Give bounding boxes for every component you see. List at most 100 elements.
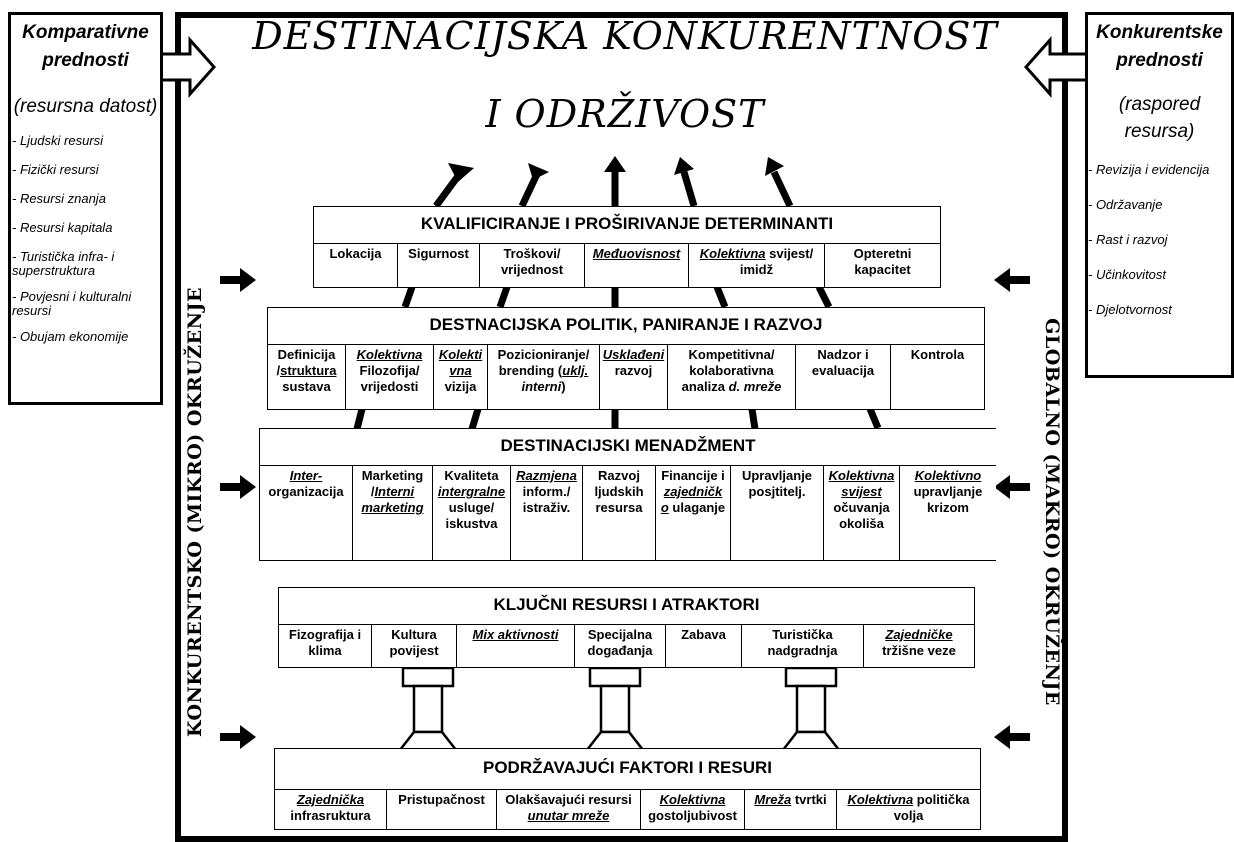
cell-text: Specijalna događanja xyxy=(587,627,653,658)
cell-text: Kolekti vna xyxy=(438,347,483,378)
cell-text: struktura xyxy=(280,363,337,378)
cell-text: Marketing / xyxy=(361,468,424,499)
policy-cell: Definicija /struktura sustava xyxy=(268,345,346,410)
cell-text: svijest/ imidž xyxy=(739,246,814,277)
qualifying-cell: Lokacija xyxy=(314,244,398,288)
resources-cell: Zabava xyxy=(666,625,742,668)
cell-text: Usklađeni xyxy=(602,347,665,362)
cell-text: Sigurnost xyxy=(408,246,469,261)
policy-planning-cells: Definicija /struktura sustava Kolektivna… xyxy=(268,345,984,410)
macro-environment-label: GLOBALNO (MAKRO) OKRUŽENJE xyxy=(1041,318,1063,706)
resources-cell: Specijalna događanja xyxy=(575,625,666,668)
cell-text: tvrtki xyxy=(791,792,827,807)
hollow-arrow-left xyxy=(1023,36,1092,98)
policy-cell: Kolekti vna vizija xyxy=(434,345,488,410)
cell-text: tržišne veze xyxy=(882,643,956,658)
cell-text: d. mreže xyxy=(728,379,782,394)
competitive-item: - Učinkovitost xyxy=(1088,267,1167,282)
competitive-subtitle-line2: resursa) xyxy=(1124,121,1195,142)
comparative-item: - Obujam ekonomije xyxy=(12,329,129,344)
cell-text: Kultura povijest xyxy=(389,627,439,658)
policy-planning-heading: DESTNACIJSKA POLITIK, PANIRANJE I RAZVOJ xyxy=(268,308,984,345)
cell-text: Definicija / xyxy=(276,347,336,378)
supporting-cell: Mreža tvrtki xyxy=(745,790,837,830)
micro-environment-label: KONKURENTSKO (MIKRO) OKRUŽENJE xyxy=(184,287,206,737)
resources-cell: Fizografija i klima xyxy=(279,625,372,668)
cell-text: Pozicioniranje/ brending ( xyxy=(497,347,590,378)
cell-text: Upravljanje posjtitelj. xyxy=(741,468,813,499)
core-resources-heading: KLJUČNI RESURSI I ATRAKTORI xyxy=(279,588,974,625)
resources-cell: Zajedničke tržišne veze xyxy=(864,625,974,668)
competitive-item: - Rast i razvoj xyxy=(1088,232,1168,247)
cell-text: Olakšavajući resursi xyxy=(505,792,632,807)
cell-text: Mreža xyxy=(754,792,792,807)
supporting-cell: Kolektivna politička volja xyxy=(837,790,980,830)
comparative-heading-line1: Komparativne xyxy=(22,22,149,43)
competitive-heading-line1: Konkurentske xyxy=(1096,22,1223,43)
cell-text: Zabava xyxy=(681,627,726,642)
supporting-cell: Olakšavajući resursi unutar mreže xyxy=(497,790,641,830)
cell-text: vizija xyxy=(444,379,477,394)
qualifying-cell: Troškovi/ vrijednost xyxy=(480,244,585,288)
competitive-item: - Revizija i evidencija xyxy=(1088,162,1210,177)
management-cell: Kvaliteta intergralne usluge/ iskustva xyxy=(433,466,511,561)
policy-cell: Kolektivna Filozofija/ vrijedosti xyxy=(346,345,434,410)
diagram-title-line1: DESTINACIJSKA KONKURENTNOST xyxy=(252,14,998,58)
upward-arrows xyxy=(433,156,794,209)
qualifying-determinants-box: KVALIFICIRANJE I PROŠIRIVANJE DETERMINAN… xyxy=(313,206,941,288)
side-arrows-left xyxy=(220,268,256,749)
policy-planning-box: DESTNACIJSKA POLITIK, PANIRANJE I RAZVOJ… xyxy=(267,307,985,410)
qualifying-determinants-cells: Lokacija Sigurnost Troškovi/ vrijednost … xyxy=(314,244,940,288)
cell-text: Kolektivna xyxy=(659,792,726,807)
cell-text: ) xyxy=(561,379,566,394)
core-resources-box: KLJUČNI RESURSI I ATRAKTORI Fizografija … xyxy=(278,587,975,668)
comparative-item: - Povjesni i kulturalni resursi xyxy=(12,289,132,318)
cell-text: Pristupačnost xyxy=(398,792,485,807)
side-arrows-right xyxy=(994,268,1030,749)
resources-cell: Turistička nadgradnja xyxy=(742,625,864,668)
cell-text: organizacija xyxy=(268,484,344,499)
competitive-item: - Održavanje xyxy=(1088,197,1163,212)
cell-text: politička volja xyxy=(893,792,970,823)
supporting-factors-cells: Zajednička infrasruktura Pristupačnost O… xyxy=(275,790,980,830)
cell-text: upravljanje krizom xyxy=(913,484,983,515)
management-cell: Kolektivno upravljanje krizom xyxy=(900,466,996,561)
supporting-cell: Zajednička infrasruktura xyxy=(275,790,387,830)
cell-text: Kolektivna xyxy=(356,347,423,362)
cell-text: razvoj xyxy=(614,363,653,378)
qualifying-determinants-heading: KVALIFICIRANJE I PROŠIRIVANJE DETERMINAN… xyxy=(314,207,940,244)
pillar-left xyxy=(397,666,459,752)
cell-text: Fizografija i klima xyxy=(288,627,362,658)
cell-text: zajedničk o xyxy=(660,484,723,515)
comparative-item: - Ljudski resursi xyxy=(12,133,104,148)
comparative-item: - Resursi znanja xyxy=(12,191,106,206)
comparative-item: - Resursi kapitala xyxy=(12,220,113,235)
qualifying-cell: Međuovisnost xyxy=(585,244,689,288)
connector-strokes xyxy=(353,285,882,431)
cell-text: gostoljubivost xyxy=(648,808,737,823)
cell-text: Troškovi/ vrijednost xyxy=(500,246,564,277)
cell-text: Inter- xyxy=(289,468,323,483)
cell-text: očuvanja okoliša xyxy=(833,500,890,531)
core-resources-cells: Fizografija i klima Kultura povijest Mix… xyxy=(279,625,974,668)
cell-text: Zajednička xyxy=(296,792,365,807)
cell-text: Razvoj ljudskih resursa xyxy=(594,468,644,515)
supporting-factors-heading: PODRŽAVAJUĆI FAKTORI I RESURI xyxy=(275,749,980,790)
pillars xyxy=(397,666,842,752)
management-cell: Razmjena inform./ istraživ. xyxy=(511,466,583,561)
cell-text: Kompetitivna/ kolaborativna analiza xyxy=(681,347,775,394)
management-cell: Inter- organizacija xyxy=(260,466,353,561)
competitive-heading-line2: prednosti xyxy=(1116,50,1203,71)
cell-text: uklj. xyxy=(562,363,589,378)
cell-text: Međuovisnost xyxy=(592,246,681,261)
diagram-title-line2: I ODRŽIVOST xyxy=(485,92,765,136)
cell-text: Kvaliteta xyxy=(444,468,499,483)
comparative-items: - Ljudski resursi - Fizički resursi - Re… xyxy=(11,134,160,350)
destination-management-box: DESTINACIJSKI MENADŽMENT Inter- organiza… xyxy=(259,428,996,561)
cell-text: Opteretni kapacitet xyxy=(853,246,912,277)
cell-text: unutar mreže xyxy=(527,808,610,823)
supporting-factors-box: PODRŽAVAJUĆI FAKTORI I RESURI Zajednička… xyxy=(274,748,981,830)
cell-text: Razmjena xyxy=(516,468,577,483)
supporting-cell: Pristupačnost xyxy=(387,790,497,830)
